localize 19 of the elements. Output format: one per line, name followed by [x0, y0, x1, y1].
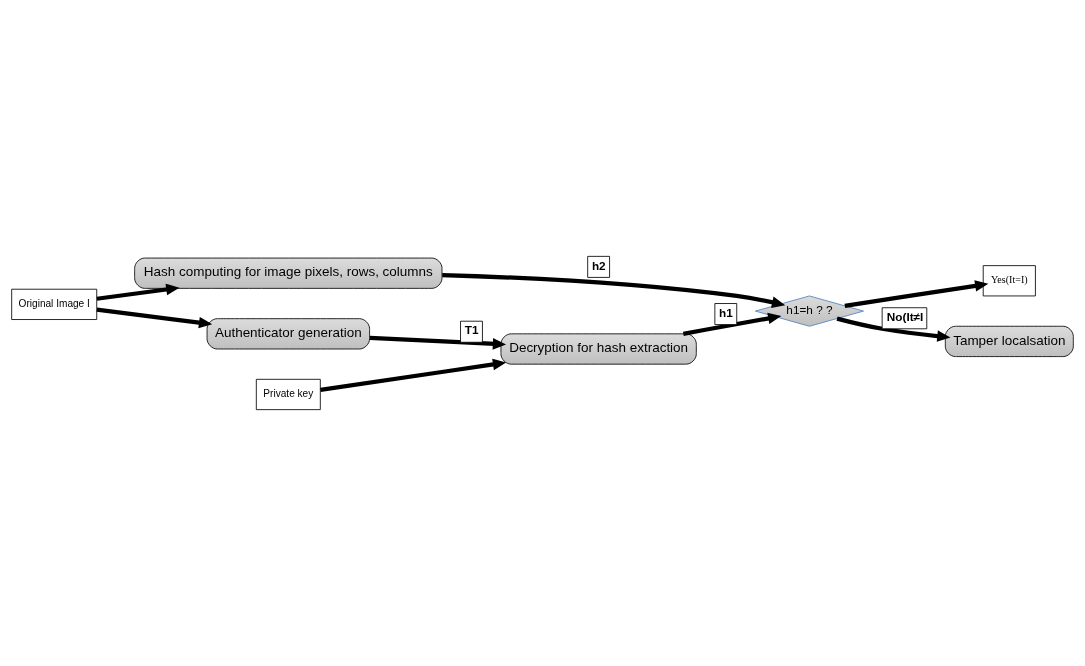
arrow	[682, 312, 782, 336]
node-box: Authenticator generation	[206, 318, 370, 350]
arrow	[96, 283, 180, 301]
node-box: Tamper localsation	[944, 325, 1074, 357]
arrow	[836, 316, 951, 342]
edge-label: h2	[591, 258, 606, 272]
node-box: Private key	[255, 378, 321, 411]
node-box: Hash computing for image pixels, rows, columns	[134, 257, 443, 289]
node-box: Decryption for hash extraction	[500, 333, 697, 365]
edge-label: T1	[464, 323, 479, 337]
arrow	[369, 335, 507, 350]
edge-label: h1	[719, 305, 733, 319]
node-box: Original Image I	[11, 288, 98, 320]
arrow	[442, 272, 786, 308]
arrow	[96, 307, 213, 329]
arrow	[320, 358, 507, 392]
node-box: Yes(It=I)	[982, 265, 1036, 297]
arrow	[844, 280, 989, 308]
edge-label: No(It≠I	[886, 309, 924, 323]
